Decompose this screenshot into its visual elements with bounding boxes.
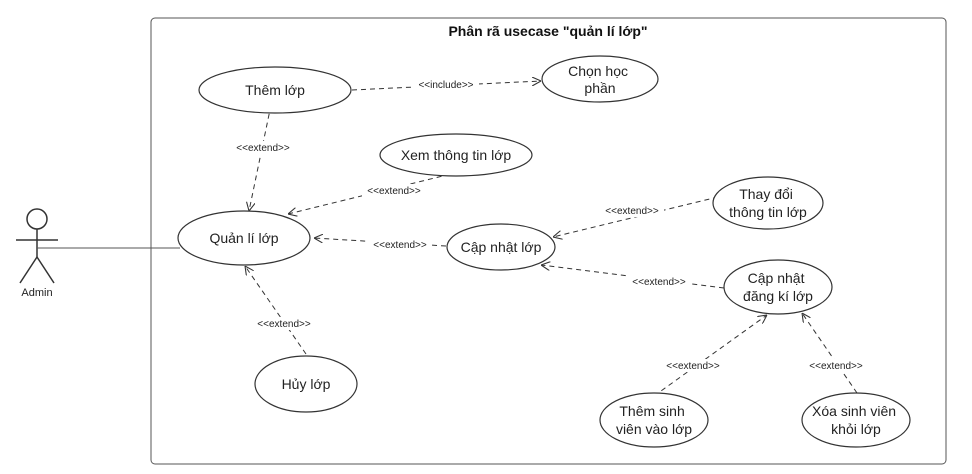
use-case-label: Xem thông tin lớp (401, 147, 512, 163)
use-case-them-sinh-vien-vao-lop[interactable]: Thêm sinh viên vào lớp (599, 392, 709, 448)
use-case-label: Cập nhật đăng kí lớp (743, 270, 813, 304)
use-case-them-lop[interactable]: Thêm lớp (198, 66, 352, 114)
extend-label-huy-lop: <<extend>> (257, 319, 311, 330)
extend-label-cap-nhat-lop: <<extend>> (373, 240, 427, 251)
use-case-chon-hoc-phan[interactable]: Chọn học phần (541, 55, 659, 103)
actor-admin[interactable] (16, 208, 58, 284)
use-case-label: Hủy lớp (282, 376, 331, 392)
use-case-cap-nhat-dang-ki-lop[interactable]: Cập nhật đăng kí lớp (723, 259, 833, 315)
use-case-quan-li-lop[interactable]: Quản lí lớp (177, 210, 311, 266)
use-case-xem-thong-tin-lop[interactable]: Xem thông tin lớp (379, 133, 533, 177)
use-case-label: Xóa sinh viên khỏi lớp (812, 403, 900, 437)
use-case-xoa-sinh-vien-khoi-lop[interactable]: Xóa sinh viên khỏi lớp (801, 392, 911, 448)
actor-label: Admin (21, 287, 52, 299)
use-case-huy-lop[interactable]: Hủy lớp (254, 355, 358, 413)
use-case-label: Cập nhật lớp (461, 239, 542, 255)
extend-label-them-sinh-vien: <<extend>> (666, 361, 720, 372)
extend-label-xoa-sinh-vien: <<extend>> (809, 361, 863, 372)
include-label: <<include>> (418, 80, 473, 91)
extend-edge-xem-thong-tin-quan-li-lop (288, 171, 460, 214)
extend-edge-them-lop-quan-li-lop (249, 104, 272, 211)
extend-label-them-lop: <<extend>> (236, 143, 290, 154)
use-case-thay-doi-thong-tin-lop[interactable]: Thay đổi thông tin lớp (712, 176, 824, 230)
use-case-label: Thêm sinh viên vào lớp (616, 403, 692, 437)
use-case-label: Thêm lớp (245, 82, 305, 98)
extend-edge-xoa-sinh-vien-dang-ki (802, 313, 858, 394)
diagram-title: Phân rã usecase "quản lí lớp" (448, 23, 647, 39)
use-case-label: Quản lí lớp (209, 230, 278, 246)
use-case-label: Chọn học phần (568, 63, 632, 96)
use-case-cap-nhat-lop[interactable]: Cập nhật lớp (446, 223, 556, 271)
extend-label-dang-ki: <<extend>> (632, 277, 686, 288)
extend-label-thay-doi: <<extend>> (605, 206, 659, 217)
extend-label-xem-thong-tin: <<extend>> (367, 186, 421, 197)
use-case-label: Thay đổi thông tin lớp (729, 186, 807, 220)
